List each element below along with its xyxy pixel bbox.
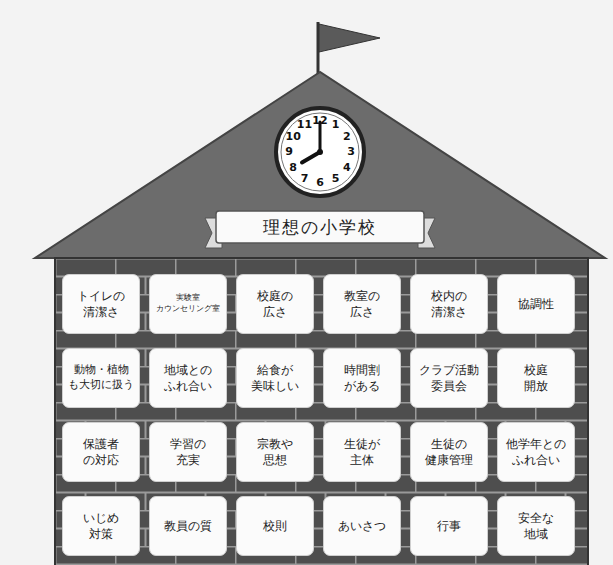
clock-number: 9 (280, 145, 298, 159)
flag (319, 24, 380, 52)
idea-text: クラブ活動 委員会 (414, 362, 484, 394)
clock-number: 3 (342, 145, 360, 159)
banner-title: 理想の小学校 (222, 212, 418, 242)
idea-box: 校内の 清潔さ (410, 274, 488, 334)
idea-text: 校庭の 広さ (240, 288, 310, 320)
idea-box: 保護者 の対応 (62, 422, 140, 482)
clock-number: 7 (296, 172, 314, 186)
clock-number: 10 (284, 130, 302, 144)
idea-text: 動物・植物 も大切に扱う (66, 363, 136, 393)
idea-box: 教室の 広さ (323, 274, 401, 334)
idea-text: 給食が 美味しい (240, 362, 310, 394)
idea-box: 協調性 (497, 274, 575, 334)
idea-box: 教員の質 (149, 496, 227, 556)
idea-text: あいさつ (327, 518, 397, 534)
clock-pin (317, 149, 323, 155)
idea-box: 校庭 開放 (497, 348, 575, 408)
idea-text: 実験室 カウンセリング室 (153, 293, 223, 315)
clock-number: 2 (338, 130, 356, 144)
idea-text: 時間割 がある (327, 362, 397, 394)
brick-wall (55, 258, 588, 565)
idea-box: 他学年との ふれ合い (497, 422, 575, 482)
clock-number: 12 (311, 114, 329, 128)
clock-number: 8 (284, 161, 302, 175)
idea-box: 安全な 地域 (497, 496, 575, 556)
clock-number: 6 (311, 176, 329, 190)
idea-box: あいさつ (323, 496, 401, 556)
idea-box: トイレの 清潔さ (62, 274, 140, 334)
idea-box: 給食が 美味しい (236, 348, 314, 408)
clock-number: 11 (296, 118, 314, 132)
banner (216, 211, 424, 243)
idea-text: 校庭 開放 (501, 362, 571, 394)
hour-hand (302, 152, 320, 163)
idea-text: トイレの 清潔さ (66, 288, 136, 320)
idea-box: 地域との ふれ合い (149, 348, 227, 408)
idea-box: 実験室 カウンセリング室 (149, 274, 227, 334)
idea-box: 生徒の 健康管理 (410, 422, 488, 482)
idea-text: 教員の質 (153, 518, 223, 534)
idea-text: 学習の 充実 (153, 436, 223, 468)
clock-number: 1 (327, 118, 345, 132)
idea-box: 校則 (236, 496, 314, 556)
idea-text: 地域との ふれ合い (153, 362, 223, 394)
idea-box: 宗教や 思想 (236, 422, 314, 482)
idea-text: 生徒が 主体 (327, 436, 397, 468)
idea-text: 安全な 地域 (501, 510, 571, 542)
idea-box: いじめ 対策 (62, 496, 140, 556)
idea-text: 校則 (240, 518, 310, 534)
idea-box: クラブ活動 委員会 (410, 348, 488, 408)
idea-text: 協調性 (501, 296, 571, 312)
roof (35, 72, 605, 258)
clock-number: 5 (327, 172, 345, 186)
idea-text: いじめ 対策 (66, 510, 136, 542)
idea-box: 学習の 充実 (149, 422, 227, 482)
idea-box: 行事 (410, 496, 488, 556)
clock-number: 4 (338, 161, 356, 175)
idea-text: 教室の 広さ (327, 288, 397, 320)
idea-box: 校庭の 広さ (236, 274, 314, 334)
idea-box: 時間割 がある (323, 348, 401, 408)
clock-rim (281, 113, 359, 191)
idea-text: 校内の 清潔さ (414, 288, 484, 320)
idea-text: 保護者 の対応 (66, 436, 136, 468)
clock-face (276, 108, 364, 196)
idea-text: 宗教や 思想 (240, 436, 310, 468)
idea-text: 生徒の 健康管理 (414, 436, 484, 468)
idea-box: 生徒が 主体 (323, 422, 401, 482)
idea-text: 行事 (414, 518, 484, 534)
idea-box: 動物・植物 も大切に扱う (62, 348, 140, 408)
idea-text: 他学年との ふれ合い (501, 436, 571, 468)
